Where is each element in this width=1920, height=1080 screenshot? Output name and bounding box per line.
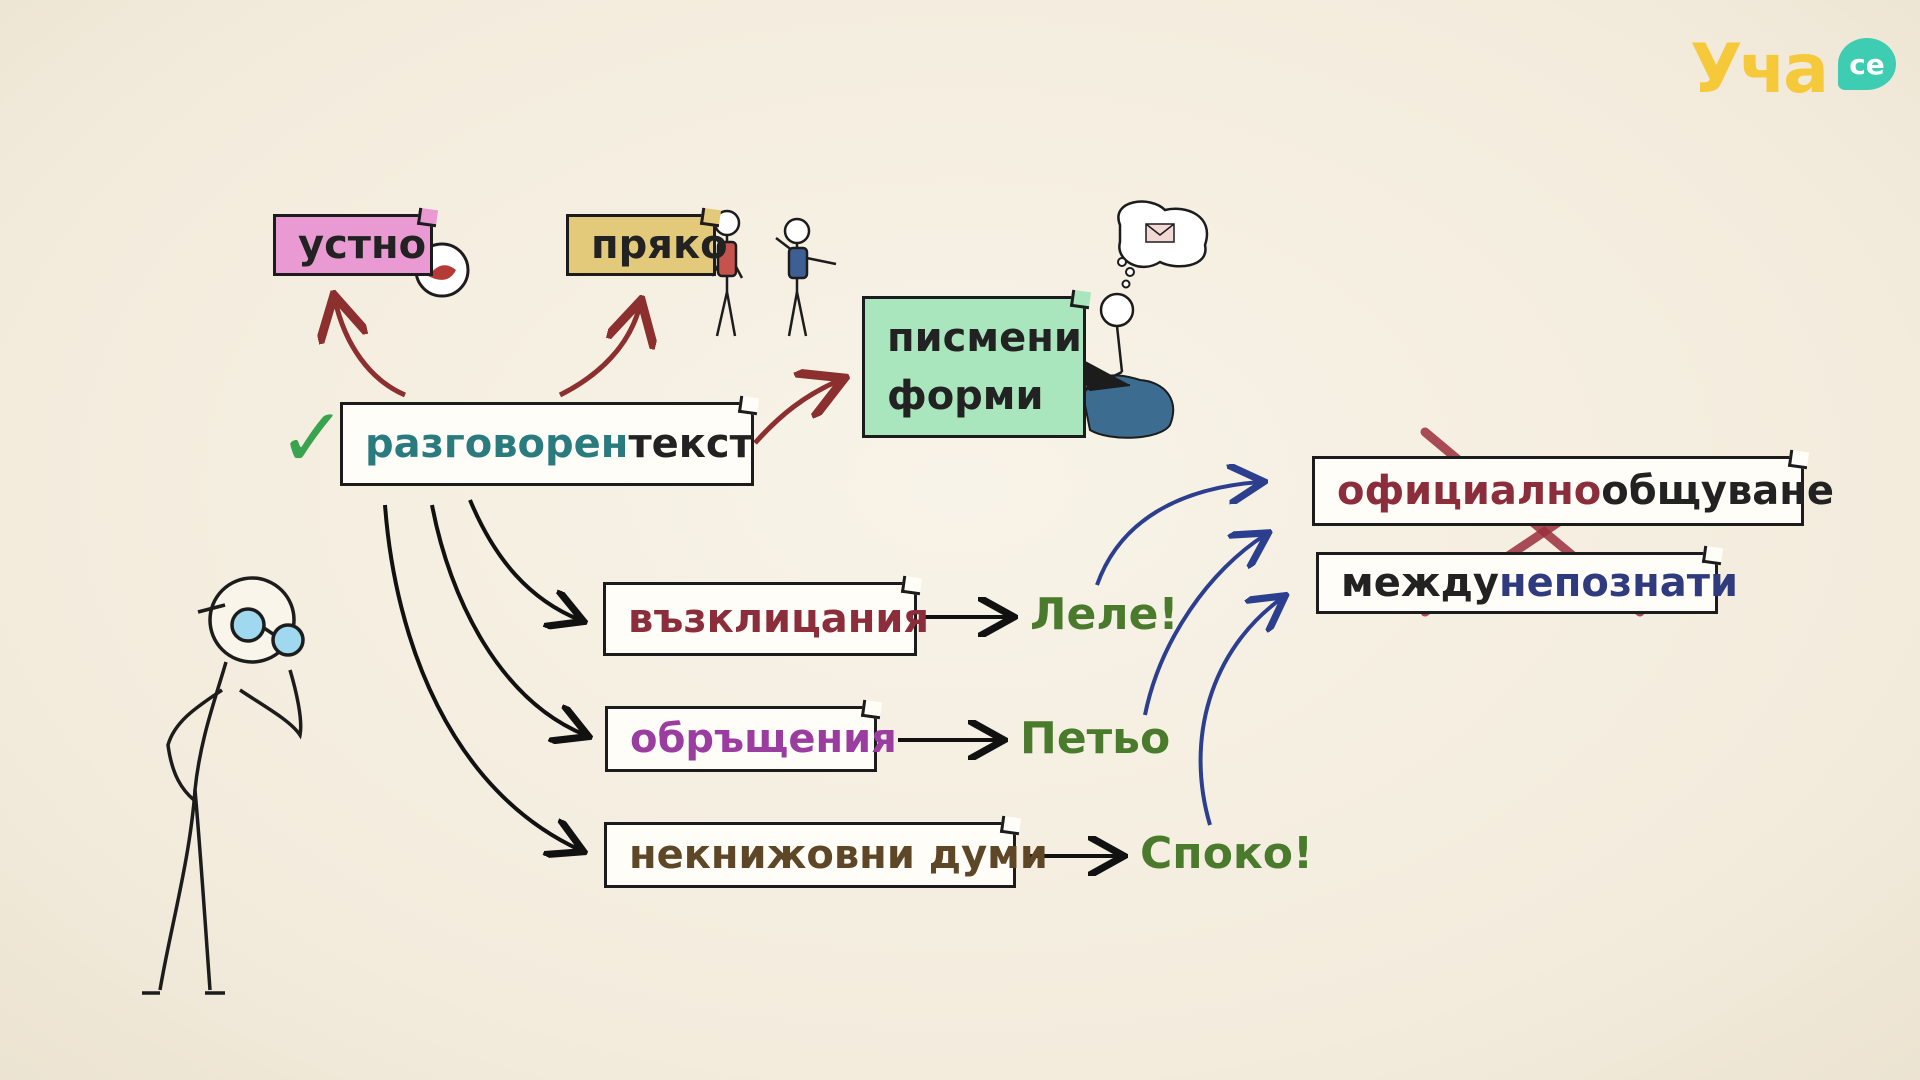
blue-arrow-2	[1143, 535, 1265, 716]
arrow-to-obrashteniya	[430, 504, 585, 735]
example-petyo: Петьо	[1020, 713, 1171, 764]
uchase-logo: Уча се	[1690, 30, 1896, 110]
arrow-to-pismeni	[753, 380, 840, 445]
label-vazklicaniya: възклицания	[628, 596, 930, 642]
example-spoko: Споко!	[1140, 828, 1314, 879]
logo-bubble: се	[1838, 38, 1896, 90]
box-ustno: устно	[273, 214, 433, 276]
box-neknizhovni-dumi: некнижовни думи	[604, 822, 1048, 888]
label-pryako: пряко	[591, 222, 728, 268]
check-mark-icon: ✓	[278, 391, 347, 486]
thinking-man-icon	[142, 576, 305, 995]
arrow-to-ustno	[335, 300, 406, 398]
label-ustno: устно	[298, 222, 427, 268]
box-pismeni: писмени форми	[862, 296, 1086, 438]
label-neposnati: непознати	[1499, 560, 1738, 606]
box-pryako: пряко	[566, 214, 728, 276]
two-people-icon	[710, 209, 837, 337]
box-mezhdu-neposnati: между непознати	[1316, 552, 1738, 614]
logo-word: Уча	[1690, 30, 1829, 109]
box-obrashteniya: обръщения	[605, 706, 897, 772]
label-pismeni: писмени	[887, 315, 1082, 361]
label-oficialno: официално	[1337, 468, 1602, 514]
arrow-to-neknizhovni	[383, 504, 580, 850]
box-oficialno-obshtuvane: официално общуване	[1312, 456, 1834, 526]
example-lele: Леле!	[1030, 589, 1179, 640]
label-obshtuvane: общуване	[1601, 468, 1835, 514]
label-obrashteniya: обръщения	[630, 716, 897, 762]
main-box-razgovoren-tekst: разговорен текст	[340, 402, 754, 486]
arrow-to-vazklicaniya	[468, 499, 580, 620]
label-razgovoren: разговорен	[365, 421, 629, 467]
label-formi: форми	[887, 373, 1044, 419]
person-laptop-icon	[1064, 200, 1209, 439]
blue-arrow-1	[1095, 482, 1260, 586]
box-vazklicaniya: възклицания	[603, 582, 929, 656]
arrow-to-pryako	[558, 305, 640, 398]
label-neknizhovni-dumi: некнижовни думи	[629, 832, 1048, 878]
label-mezhdu: между	[1341, 560, 1500, 606]
blue-arrow-3	[1198, 598, 1282, 826]
label-tekst: текст	[628, 421, 753, 467]
